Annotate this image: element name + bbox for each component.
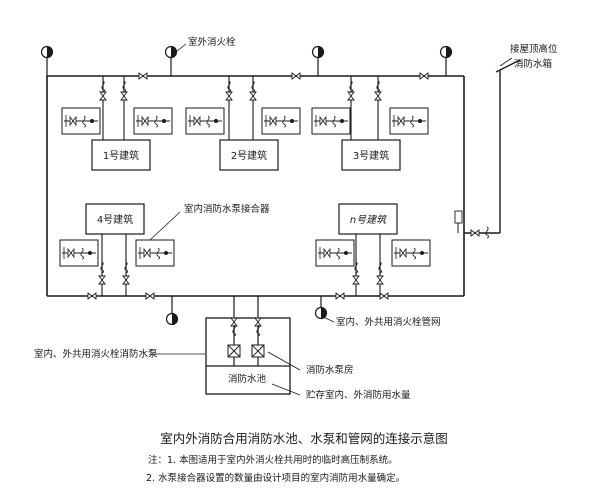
outdoor-hydrant-icon (314, 306, 328, 320)
roof-tank-label-2: 消防水箱 (514, 58, 552, 70)
storage-label: 贮存室内、外消防用水量 (306, 389, 411, 401)
ring-valve-icon (419, 72, 429, 80)
pump-adapter-icon (389, 107, 429, 135)
roof-tank-label-1: 接屋顶高位 (510, 43, 558, 55)
building-1 (91, 139, 151, 171)
building-2-label: 2号建筑 (231, 149, 267, 162)
roof-tank-pipe (464, 59, 521, 234)
leader-lines (149, 43, 513, 396)
pump-adapter-icon (261, 107, 301, 135)
pump-adapter-icon (61, 107, 101, 135)
ring-valve-icon (87, 292, 97, 300)
ring-valve-icon (335, 292, 345, 300)
pump-adapter-icon (135, 239, 175, 267)
pump-room-label: 消防水泵房 (306, 364, 354, 376)
ring-valve-icon (291, 72, 301, 80)
building-4-label: 4号建筑 (97, 213, 133, 226)
pump-adapter-icon (315, 239, 355, 267)
building-n (338, 203, 398, 235)
outdoor-hydrant-icon (40, 45, 54, 59)
shared-pump-label: 室内、外共用消火栓消防水泵 (34, 348, 158, 360)
shared-network-label: 室内、外共用消火栓管网 (336, 316, 441, 328)
building-4 (85, 203, 145, 235)
pump-adapter-icon (391, 239, 431, 267)
pump-adapter-icon (185, 107, 225, 135)
building-1-label: 1号建筑 (103, 149, 139, 162)
note-2: 2. 水泵接合器设置的数量由设计项目的室内消防用水量确定。 (146, 473, 406, 484)
ring-valve-icon (379, 292, 389, 300)
outdoor-hydrant-icon (439, 45, 453, 59)
building-n-label: n号建筑 (350, 214, 388, 226)
outdoor-hydrant-icon (165, 312, 179, 326)
fire-pump-icon (227, 344, 241, 358)
pool-label: 消防水池 (228, 373, 267, 385)
outdoor-hydrant-icon (164, 45, 178, 59)
building-2 (219, 139, 279, 171)
outdoor-hydrant-icon (311, 45, 325, 59)
pump-room (205, 296, 291, 395)
top-hydrants (46, 58, 447, 76)
flow-switch-icon (454, 210, 463, 224)
note-1: 注：1. 本图适用于室内外消火栓共用时的临时高压制系统。 (148, 455, 398, 466)
diagram-caption: 室内外消防合用消防水池、水泵和管网的连接示意图 (160, 431, 448, 446)
outdoor-hydrant-label: 室外消火栓 (188, 36, 236, 48)
building-3 (341, 139, 401, 171)
pump-adapter-icon (59, 239, 99, 267)
building-3-label: 3号建筑 (353, 149, 389, 162)
pump-adapter-label: 室内消防水泵接合器 (184, 203, 270, 215)
ring-valve-icon (138, 72, 148, 80)
building-group-bottom (59, 203, 431, 296)
main-ring-pipe (46, 75, 465, 297)
fire-pump-icon (251, 344, 265, 358)
ring-valve-icon (145, 292, 155, 300)
building-group-top (61, 76, 429, 171)
tank-valve-icon (470, 229, 480, 237)
pump-adapter-icon (311, 107, 351, 135)
pump-adapter-icon (133, 107, 173, 135)
